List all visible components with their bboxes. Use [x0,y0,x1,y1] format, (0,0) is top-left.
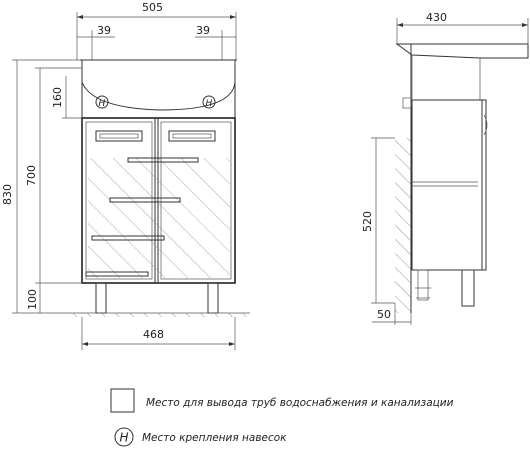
label-520: 520 [361,211,374,232]
label-50: 50 [377,308,391,321]
dim-front-width: 505 [76,1,237,60]
dim-cabinet-width: 468 [81,317,236,350]
dim-pipe-zone-height: 520 [361,137,395,304]
label-160: 160 [51,87,64,108]
mount-marker-right: H [202,95,216,109]
side-leg [461,269,475,307]
hatch-swatch [110,388,135,413]
handle-right [168,130,216,142]
label-39-right: 39 [196,24,210,37]
side-basin-top [395,43,529,59]
side-cabinet [411,99,483,271]
cabinet-legs [70,282,250,317]
svg-text:H: H [120,431,129,445]
dim-pipe-zone-depth: 50 [372,303,412,325]
legend-mount-text: Место крепления навесок [142,432,287,444]
label-830: 830 [1,184,14,205]
side-view: 430 520 50 [361,11,529,325]
label-700: 700 [25,165,38,186]
label-100: 100 [26,289,39,310]
front-view: 505 39 39 H H [1,1,250,350]
label-430: 430 [426,11,447,24]
legend-item-mount: H Место крепления навесок [114,427,287,447]
svg-text:H: H [99,99,106,109]
mount-marker-left: H [95,95,109,109]
legend-item-pipes: Место для вывода труб водоснабжения и ка… [110,388,454,413]
label-468: 468 [143,328,164,341]
dim-basin-offsets: 39 39 [77,24,236,60]
handle-left [95,130,143,142]
mount-symbol-icon [114,427,134,447]
pipe-zone-front [88,158,230,278]
dim-vertical-left: 830 700 160 100 [1,59,82,314]
wall-section [395,138,411,313]
svg-text:H: H [206,99,213,109]
cabinet-body [81,117,236,284]
label-39-left: 39 [97,24,111,37]
legend: Место для вывода труб водоснабжения и ка… [110,388,454,447]
dim-side-depth: 430 [396,11,529,45]
basin [80,59,237,119]
legend-pipes-text: Место для вывода труб водоснабжения и ка… [146,397,454,409]
label-505: 505 [142,1,163,14]
